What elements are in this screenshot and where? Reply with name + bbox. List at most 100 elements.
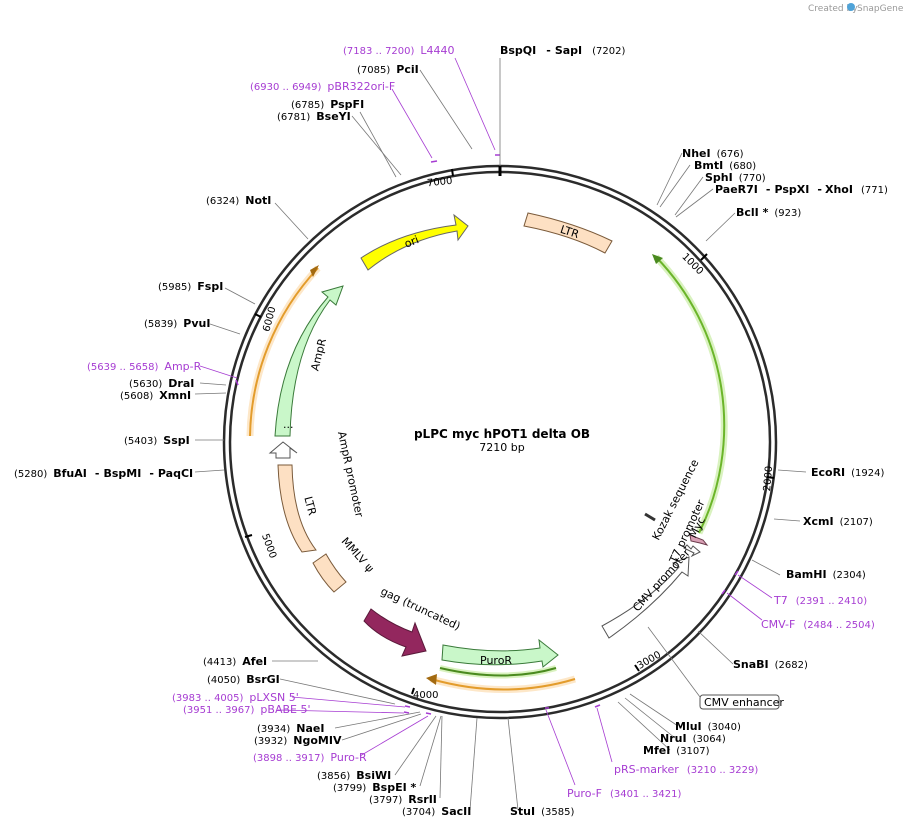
primer-t7[interactable]: T7(2391 .. 2410) bbox=[773, 594, 867, 607]
svg-text:EcoRI(1924): EcoRI(1924) bbox=[811, 466, 885, 479]
site-sacii[interactable]: (3704)SacII bbox=[402, 805, 471, 818]
primer-puro-r[interactable]: (3898 .. 3917)Puro-R bbox=[253, 751, 367, 764]
site-bmti[interactable]: BmtI(680) bbox=[694, 159, 756, 172]
svg-text:(7183 .. 7200)L4440: (7183 .. 7200)L4440 bbox=[343, 44, 455, 57]
plasmid-length: 7210 bp bbox=[479, 441, 524, 454]
tick-label-7000: 7000 bbox=[427, 176, 453, 190]
svg-text:(6781)BseYI: (6781)BseYI bbox=[277, 110, 351, 123]
ori-label: ori bbox=[403, 233, 421, 250]
primer-puro-f[interactable]: Puro-F(3401 .. 3421) bbox=[567, 787, 681, 800]
site-fspi[interactable]: (5985)FspI bbox=[158, 280, 223, 293]
svg-text:(3934)NaeI: (3934)NaeI bbox=[257, 722, 324, 735]
site-nhei[interactable]: NheI(676) bbox=[682, 147, 744, 160]
site-xcmi[interactable]: XcmI(2107) bbox=[803, 515, 873, 528]
puror-feature[interactable]: PuroR bbox=[441, 638, 559, 668]
mmlv-psi-label: MMLV ψ bbox=[339, 535, 377, 575]
ltr-left-feature[interactable]: LTR bbox=[277, 464, 319, 553]
site-sspi[interactable]: (5403)SspI bbox=[124, 434, 190, 447]
primer-plxsn-5[interactable]: (3983 .. 4005)pLXSN 5' bbox=[172, 691, 299, 704]
svg-text:Puro-F(3401 .. 3421): Puro-F(3401 .. 3421) bbox=[567, 787, 681, 800]
site-noti[interactable]: (6324)NotI bbox=[206, 194, 271, 207]
svg-text:BspQI-SapI(7202): BspQI-SapI(7202) bbox=[500, 44, 625, 57]
plasmid-name: pLPC myc hPOT1 delta OB bbox=[414, 427, 590, 441]
ltr-top-label: LTR bbox=[559, 223, 581, 241]
primer-amp-r[interactable]: (5639 .. 5658)Amp-R bbox=[87, 360, 202, 373]
site-nrui[interactable]: NruI(3064) bbox=[660, 732, 726, 745]
svg-text:(4050)BsrGI: (4050)BsrGI bbox=[207, 673, 280, 686]
mmlv-psi-feature[interactable]: MMLV ψ bbox=[312, 535, 377, 593]
site-leader-lines bbox=[194, 58, 807, 811]
site-ecori[interactable]: EcoRI(1924) bbox=[811, 466, 885, 479]
site-snabi[interactable]: SnaBI(2682) bbox=[733, 658, 808, 671]
svg-text:(5403)SspI: (5403)SspI bbox=[124, 434, 190, 447]
site-mfei[interactable]: MfeI(3107) bbox=[643, 744, 710, 757]
site-drai[interactable]: (5630)DraI bbox=[129, 377, 194, 390]
svg-text:BclI *(923): BclI *(923) bbox=[736, 206, 801, 219]
site-bspei[interactable]: (3799)BspEI * bbox=[333, 781, 417, 794]
svg-text:NruI(3064): NruI(3064) bbox=[660, 732, 726, 745]
ltr-top-feature[interactable]: LTR bbox=[523, 212, 613, 254]
site-ngomiv[interactable]: (3932)NgoMIV bbox=[254, 734, 342, 747]
svg-text:(6930 .. 6949)pBR322ori-F: (6930 .. 6949)pBR322ori-F bbox=[250, 80, 395, 93]
site-pspfi[interactable]: (6785)PspFI bbox=[291, 98, 364, 111]
svg-text:NheI(676): NheI(676) bbox=[682, 147, 744, 160]
primer-l4440[interactable]: (7183 .. 7200)L4440 bbox=[343, 44, 455, 57]
svg-text:(3799)BspEI *: (3799)BspEI * bbox=[333, 781, 417, 794]
primer-pbr322ori-f[interactable]: (6930 .. 6949)pBR322ori-F bbox=[250, 80, 395, 93]
ori-feature[interactable]: ori bbox=[360, 213, 469, 271]
svg-text:BmtI(680): BmtI(680) bbox=[694, 159, 756, 172]
site-afei[interactable]: (4413)AfeI bbox=[203, 655, 267, 668]
svg-text:(5280)BfuAI-BspMI-PaqCI: (5280)BfuAI-BspMI-PaqCI bbox=[14, 467, 193, 480]
site-bspqi[interactable]: BspQI-SapI(7202) bbox=[500, 44, 625, 57]
svg-text:BamHI(2304): BamHI(2304) bbox=[786, 568, 866, 581]
tick-label-2000: 2000 bbox=[762, 465, 775, 491]
gag-feature[interactable]: gag (truncated) bbox=[363, 585, 462, 657]
site-stui[interactable]: StuI(3585) bbox=[510, 805, 574, 818]
primer-pbabe-5[interactable]: (3951 .. 3967)pBABE 5' bbox=[183, 703, 311, 716]
orange-arc-feature bbox=[246, 265, 321, 437]
site-sphi[interactable]: SphI(770) bbox=[705, 171, 766, 184]
svg-text:SphI(770): SphI(770) bbox=[705, 171, 766, 184]
svg-text:(3932)NgoMIV: (3932)NgoMIV bbox=[254, 734, 342, 747]
svg-text:(3797)RsrII: (3797)RsrII bbox=[369, 793, 437, 806]
svg-text:(3856)BsiWI: (3856)BsiWI bbox=[317, 769, 391, 782]
site-pcii[interactable]: (7085)PciI bbox=[357, 63, 419, 76]
bottom-orange-arc-feature bbox=[426, 674, 577, 693]
primer-prs-marker[interactable]: pRS-marker(3210 .. 3229) bbox=[614, 763, 758, 776]
svg-text:(3951 .. 3967)pBABE 5': (3951 .. 3967)pBABE 5' bbox=[183, 703, 311, 716]
site-bamhi[interactable]: BamHI(2304) bbox=[786, 568, 866, 581]
svg-text:SnaBI(2682): SnaBI(2682) bbox=[733, 658, 808, 671]
green-arc-feature bbox=[652, 254, 728, 535]
cmv-promoter-label: CMV promoter bbox=[630, 546, 693, 614]
credit-brand: SnapGene bbox=[857, 4, 904, 14]
svg-text:PaeR7I-PspXI-XhoI(771): PaeR7I-PspXI-XhoI(771) bbox=[715, 183, 888, 196]
cmv-enhancer-label: CMV enhancer bbox=[704, 696, 784, 709]
puror-green-line bbox=[439, 667, 557, 677]
tick-label-4000: 4000 bbox=[413, 690, 438, 701]
site-pvui[interactable]: (5839)PvuI bbox=[144, 317, 210, 330]
tick-label-5000: 5000 bbox=[259, 532, 278, 560]
svg-text:(3983 .. 4005)pLXSN 5': (3983 .. 4005)pLXSN 5' bbox=[172, 691, 299, 704]
svg-text:MluI(3040): MluI(3040) bbox=[675, 720, 741, 733]
site-rsrii[interactable]: (3797)RsrII bbox=[369, 793, 437, 806]
svg-text:(5608)XmnI: (5608)XmnI bbox=[120, 389, 191, 402]
site-bsiwi[interactable]: (3856)BsiWI bbox=[317, 769, 391, 782]
site-paer7i[interactable]: PaeR7I-PspXI-XhoI(771) bbox=[715, 183, 888, 196]
site-bseyi[interactable]: (6781)BseYI bbox=[277, 110, 351, 123]
site-mlui[interactable]: MluI(3040) bbox=[675, 720, 741, 733]
svg-text:(3704)SacII: (3704)SacII bbox=[402, 805, 471, 818]
site-xmni[interactable]: (5608)XmnI bbox=[120, 389, 191, 402]
cmv-enhancer-feature[interactable]: CMV enhancer bbox=[699, 694, 784, 710]
svg-text:XcmI(2107): XcmI(2107) bbox=[803, 515, 873, 528]
site-bfuai[interactable]: (5280)BfuAI-BspMI-PaqCI bbox=[14, 467, 193, 480]
svg-text:pRS-marker(3210 .. 3229): pRS-marker(3210 .. 3229) bbox=[614, 763, 758, 776]
primer-cmv-f[interactable]: CMV-F(2484 .. 2504) bbox=[761, 618, 875, 631]
svg-text:(7085)PciI: (7085)PciI bbox=[357, 63, 419, 76]
svg-text:(6785)PspFI: (6785)PspFI bbox=[291, 98, 364, 111]
svg-text:(5985)FspI: (5985)FspI bbox=[158, 280, 223, 293]
site-bsrgi[interactable]: (4050)BsrGI bbox=[207, 673, 280, 686]
site-naei[interactable]: (3934)NaeI bbox=[257, 722, 324, 735]
site-bcli[interactable]: BclI *(923) bbox=[736, 206, 801, 219]
tick-label-1000: 1000 bbox=[679, 252, 705, 278]
